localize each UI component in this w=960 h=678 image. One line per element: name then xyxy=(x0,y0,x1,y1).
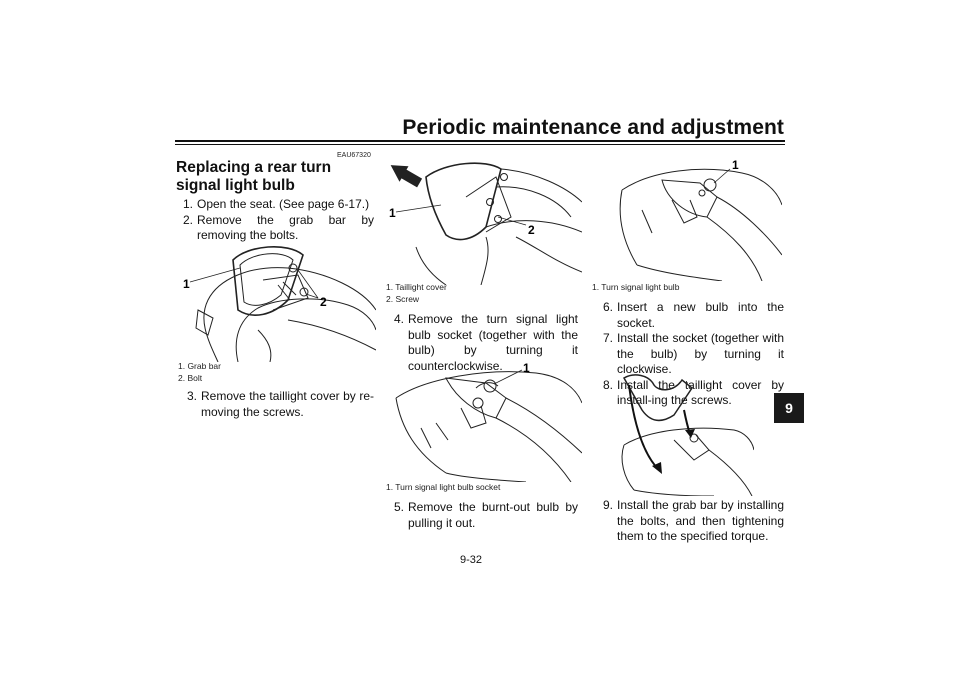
arrow-icon xyxy=(390,165,423,188)
steps-1-2: 1. Open the seat. (See page 6-17.) 2. Remo… xyxy=(176,197,374,244)
step-item: 1. Open the seat. (See page 6-17.) xyxy=(176,197,374,213)
step-item: 5. Remove the burnt-out bulb by pulling i… xyxy=(387,500,578,531)
step-number: 1. xyxy=(182,197,193,211)
caption-line: 1. Taillight cover xyxy=(386,282,447,292)
step-number: 6. xyxy=(602,300,613,314)
header-rule-thin xyxy=(175,144,785,145)
caption-line: 1. Turn signal light bulb socket xyxy=(386,482,501,492)
steps-5: 5. Remove the burnt-out bulb by pulling i… xyxy=(387,500,578,531)
figure-caption: 1. Grab bar 2. Bolt xyxy=(178,361,221,384)
step-item: 2. Remove the grab bar by removing the bo… xyxy=(176,213,374,244)
section-code: EAU67320 xyxy=(337,152,371,159)
step-text: Open the seat. (See page 6-17.) xyxy=(197,197,370,211)
callout-2: 2 xyxy=(320,295,327,309)
step-text: Remove the taillight cover by re-moving … xyxy=(201,389,374,419)
step-text: Install the grab bar by installing the b… xyxy=(617,498,784,543)
install-cover-illustration xyxy=(621,374,754,496)
callout-2: 2 xyxy=(528,223,535,237)
step-number: 9. xyxy=(602,498,613,512)
callout-1: 1 xyxy=(523,361,530,375)
caption-line: 1. Grab bar xyxy=(178,361,221,371)
step-item: 7. Install the socket (together with the … xyxy=(596,331,784,378)
step-text: Remove the turn signal light bulb socket… xyxy=(408,312,578,373)
step-number: 5. xyxy=(393,500,404,514)
steps-9: 9. Install the grab bar by installing the… xyxy=(596,498,784,545)
step-number: 8. xyxy=(602,377,613,392)
callout-1: 1 xyxy=(732,158,739,172)
caption-line: 1. Turn signal light bulb xyxy=(592,282,680,292)
callout-1: 1 xyxy=(183,277,190,291)
step-number: 2. xyxy=(182,212,193,227)
header-rule xyxy=(175,140,785,142)
step-item: 4. Remove the turn signal light bulb sock… xyxy=(387,312,578,374)
taillight-cover-illustration: 1 2 xyxy=(389,162,582,285)
page-header-title: Periodic maintenance and adjustment xyxy=(402,116,784,139)
step-text: Remove the burnt-out bulb by pulling it … xyxy=(408,500,578,530)
grab-bar-illustration: 1 2 xyxy=(183,246,376,362)
section-title: Replacing a rear turn signal light bulb xyxy=(176,159,332,194)
figure-caption: 1. Turn signal light bulb xyxy=(592,282,679,294)
step-number: 7. xyxy=(602,331,613,345)
bulb-socket-illustration: 1 xyxy=(395,361,582,482)
step-item: 3. Remove the taillight cover by re-movin… xyxy=(180,389,374,420)
steps-3: 3. Remove the taillight cover by re-movin… xyxy=(180,389,374,420)
figure-caption: 1. Turn signal light bulb socket xyxy=(386,482,500,494)
step-item: 6. Insert a new bulb into the socket. xyxy=(596,300,784,331)
step-number: 3. xyxy=(186,389,197,403)
step-text: Insert a new bulb into the socket. xyxy=(617,300,784,330)
figure-caption: 1. Taillight cover 2. Screw xyxy=(386,282,447,305)
step-text: Install the socket (together with the bu… xyxy=(617,331,784,376)
page-number: 9-32 xyxy=(460,554,483,566)
callout-1: 1 xyxy=(389,206,396,220)
caption-line: 2. Bolt xyxy=(178,372,203,383)
turn-signal-bulb-illustration: 1 xyxy=(619,158,782,281)
caption-line: 2. Screw xyxy=(386,293,420,304)
step-number: 4. xyxy=(393,312,404,326)
steps-4: 4. Remove the turn signal light bulb sock… xyxy=(387,312,578,374)
step-item: 9. Install the grab bar by installing the… xyxy=(596,498,784,545)
chapter-tab[interactable]: 9 xyxy=(774,393,804,423)
step-text: Remove the grab bar by removing the bolt… xyxy=(197,212,374,243)
